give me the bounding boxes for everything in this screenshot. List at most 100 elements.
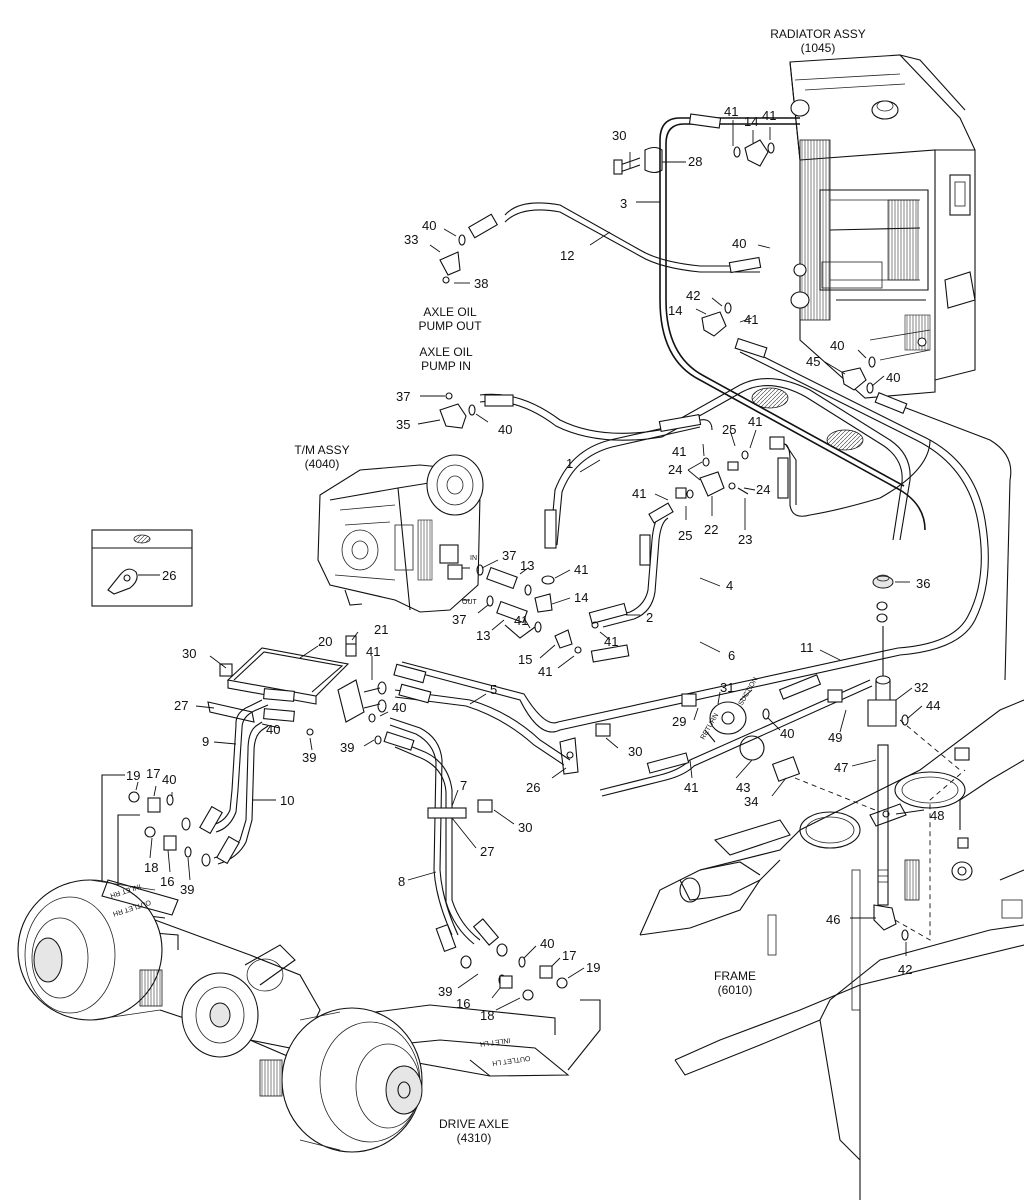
manifold-left — [337, 635, 387, 745]
callout: 19 — [586, 960, 600, 975]
callout: 37 — [396, 389, 410, 404]
clamp-26-mid — [559, 737, 579, 775]
callout: 20 — [318, 634, 332, 649]
callout: 10 — [280, 793, 294, 808]
callout: 41 — [684, 780, 698, 795]
callout: 18 — [144, 860, 158, 875]
callout: 39 — [302, 750, 316, 765]
callout: 41 — [672, 444, 686, 459]
elbow-fitting-14-mid — [701, 302, 732, 337]
callout: 41 — [632, 486, 646, 501]
callout: 24 — [668, 462, 682, 477]
dashed-mount-lines — [794, 719, 966, 941]
callout: 2 — [646, 610, 653, 625]
frame-assembly — [639, 699, 1024, 1200]
inset-callout-26: 26 — [162, 568, 176, 583]
callout: 30 — [518, 820, 532, 835]
callout: 21 — [374, 622, 388, 637]
callout: 41 — [366, 644, 380, 659]
callout: 18 — [480, 1008, 494, 1023]
outlet-lh-label: OUTLET LH — [492, 1054, 531, 1066]
callout: 6 — [728, 648, 735, 663]
callout: 41 — [724, 104, 738, 119]
callout: 25 — [678, 528, 692, 543]
radiator-assembly — [789, 54, 976, 399]
hose-right-of-manifold — [779, 439, 931, 517]
frame-label: FRAME — [714, 969, 756, 983]
axle-pump-in-label-2: PUMP IN — [421, 359, 471, 373]
callout: 12 — [560, 248, 574, 263]
callout: 9 — [202, 734, 209, 749]
callout: 29 — [672, 714, 686, 729]
drive-axle-label: DRIVE AXLE — [439, 1117, 509, 1131]
callout: 16 — [456, 996, 470, 1011]
callout: 15 — [518, 652, 532, 667]
callout: 39 — [438, 984, 452, 999]
hose-clamp — [751, 387, 789, 409]
callout: 30 — [182, 646, 196, 661]
callout: 40 — [498, 422, 512, 437]
callout: 40 — [732, 236, 746, 251]
callout: 26 — [526, 780, 540, 795]
callout: 42 — [898, 962, 912, 977]
callout: 46 — [826, 912, 840, 927]
callout: 40 — [886, 370, 900, 385]
axle-pump-out-label-2: PUMP OUT — [418, 319, 482, 333]
axle-pump-in-label-1: AXLE OIL — [419, 345, 473, 359]
frame-code: (6010) — [718, 983, 753, 997]
callout: 38 — [474, 276, 488, 291]
callout: 13 — [520, 558, 534, 573]
callout: 31 — [720, 680, 734, 695]
callout: 14 — [668, 303, 682, 318]
callout: 22 — [704, 522, 718, 537]
callout: 14 — [744, 114, 758, 129]
callout: 30 — [628, 744, 642, 759]
callout: 37 — [502, 548, 516, 563]
callout: 27 — [480, 844, 494, 859]
hose-7-8 — [383, 717, 508, 969]
callout: 41 — [574, 562, 588, 577]
radiator-assy-code: (1045) — [801, 41, 836, 55]
callout: 45 — [806, 354, 820, 369]
callout: 33 — [404, 232, 418, 247]
manifold-block-22 — [675, 450, 749, 499]
callout: 34 — [744, 794, 758, 809]
hose-12 — [504, 202, 760, 273]
hose-clamp — [826, 429, 864, 451]
callout: 41 — [538, 664, 552, 679]
callout: 32 — [914, 680, 928, 695]
callout: 24 — [756, 482, 770, 497]
callout: 23 — [738, 532, 752, 547]
axle-pump-out-label-1: AXLE OIL — [423, 305, 477, 319]
callout: 39 — [180, 882, 194, 897]
tm-port-fittings — [462, 564, 599, 654]
callout: 40 — [266, 722, 280, 737]
callout: 41 — [762, 108, 776, 123]
callout: 40 — [392, 700, 406, 715]
bolt-30-top — [613, 146, 663, 175]
callout: 17 — [562, 948, 576, 963]
hose-end-fittings — [393, 113, 908, 774]
tm-assy-code: (4040) — [305, 457, 340, 471]
callout: 39 — [340, 740, 354, 755]
hose-4 — [479, 378, 1012, 681]
drive-axle-code: (4310) — [457, 1131, 492, 1145]
callout: 40 — [162, 772, 176, 787]
callout: 37 — [452, 612, 466, 627]
callout: 30 — [612, 128, 626, 143]
callout: 40 — [540, 936, 554, 951]
callout: 44 — [926, 698, 940, 713]
suction-return-block-31 — [704, 689, 843, 782]
fittings-left-group — [128, 663, 697, 1001]
callout: 41 — [744, 312, 758, 327]
callout: 40 — [830, 338, 844, 353]
callout: 14 — [574, 590, 588, 605]
callout-numbers: 30 41 14 41 28 3 40 33 38 12 40 42 14 41… — [126, 104, 944, 1023]
hose-1 — [549, 419, 713, 546]
hose-3 — [659, 117, 926, 531]
rh-port-label-tag — [101, 879, 179, 916]
callout: 41 — [748, 414, 762, 429]
callout: 35 — [396, 417, 410, 432]
callout: 13 — [476, 628, 490, 643]
